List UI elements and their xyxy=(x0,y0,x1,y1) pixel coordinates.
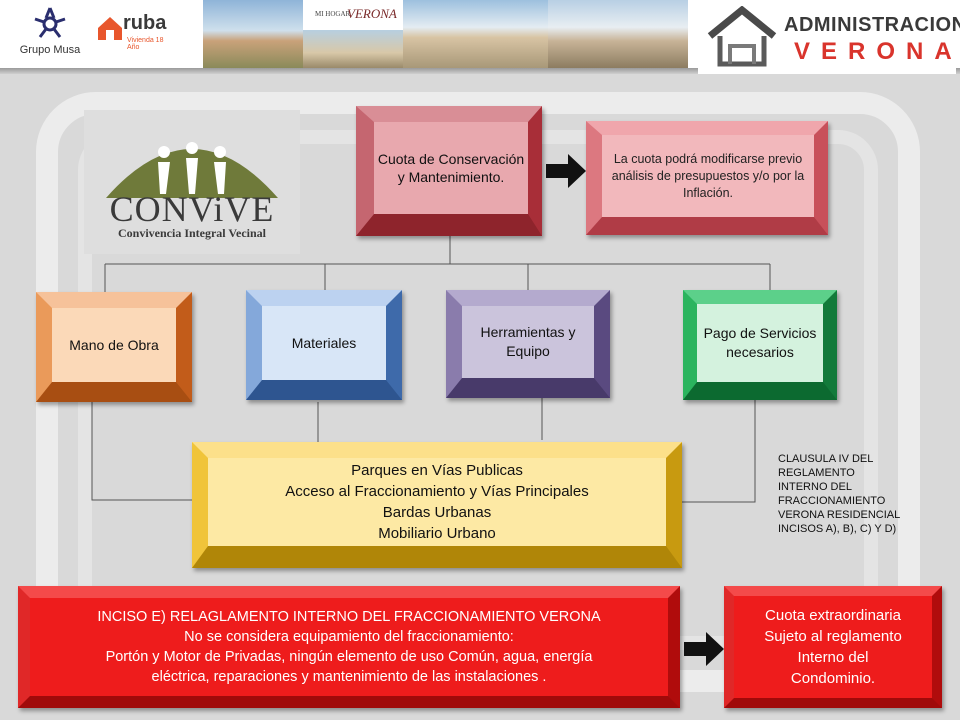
area-bardas: Bardas Urbanas xyxy=(382,504,492,521)
mi-hogar-text: MI HOGAR xyxy=(315,10,351,18)
note-line: VERONA RESIDENCIAL xyxy=(778,509,901,521)
materiales-box: Materiales xyxy=(246,290,402,400)
note-line: INTERNO DEL xyxy=(778,481,852,493)
houses-photo-3 xyxy=(548,0,688,68)
note-line: FRACCIONAMIENTO xyxy=(778,495,886,507)
inciso-line: INCISO E) RELAGLAMENTO INTERNO DEL FRACC… xyxy=(97,609,601,625)
mano-de-obra-box: Mano de Obra xyxy=(36,292,192,402)
areas-comunes-box: Parques en Vías Publicas Acceso al Fracc… xyxy=(192,442,682,568)
inciso-e-box: INCISO E) RELAGLAMENTO INTERNO DEL FRACC… xyxy=(18,586,680,708)
cuota-modificacion-box: La cuota podrá modificarse previo anális… xyxy=(586,121,828,235)
note-line: REGLAMENTO xyxy=(778,467,855,479)
extra-line: Condominio. xyxy=(790,670,876,687)
clausula-note: CLAUSULA IV DEL REGLAMENTO INTERNO DEL F… xyxy=(778,452,928,536)
arrow-right-icon xyxy=(546,154,586,188)
note-line: CLAUSULA IV DEL xyxy=(778,453,874,465)
grupo-musa-star-icon xyxy=(34,7,66,38)
administracion-verona-logo: ADMINISTRACION VERONA xyxy=(698,0,960,74)
houses-photo-2 xyxy=(403,0,548,68)
pago-servicios-text: Pago de Servicios necesarios xyxy=(703,325,817,360)
ruba-logo: ruba Vivienda 18 Año xyxy=(95,10,177,51)
cuota-conservacion-box: Cuota de Conservación y Mantenimiento. xyxy=(356,106,542,236)
house-logo-icon xyxy=(707,6,777,67)
header-divider xyxy=(0,68,960,74)
cuota-conservacion-text: Cuota de Conservación y Mantenimiento. xyxy=(377,151,525,185)
mano-de-obra-text: Mano de Obra xyxy=(69,337,159,353)
convive-arch-icon xyxy=(106,142,278,198)
verona-script-text: VERONA xyxy=(347,6,397,21)
ruba-text: ruba xyxy=(123,12,167,34)
herramientas-box: Herramientas y Equipo xyxy=(446,290,610,398)
area-parques: Parques en Vías Publicas xyxy=(351,462,523,479)
inciso-line: No se considera equipamiento del fraccio… xyxy=(184,629,514,645)
materiales-text: Materiales xyxy=(291,335,357,351)
inciso-line: eléctrica, reparaciones y mantenimiento … xyxy=(151,669,547,685)
extra-line: Interno del xyxy=(797,649,869,666)
grupo-musa-text: Grupo Musa xyxy=(19,44,81,56)
pago-servicios-box: Pago de Servicios necesarios xyxy=(683,290,837,400)
extra-line: Cuota extraordinaria xyxy=(765,607,901,624)
herramientas-text: Herramientas y Equipo xyxy=(480,324,576,359)
extra-line: Sujeto al reglamento xyxy=(764,628,902,645)
area-acceso: Acceso al Fraccionamiento y Vías Princip… xyxy=(285,483,589,500)
convive-name: CONViVE xyxy=(109,189,275,229)
ruba-tagline: Vivienda 18 Año xyxy=(127,37,164,51)
convive-logo: CONViVE Convivencia Integral Vecinal xyxy=(84,110,300,254)
ruba-house-icon xyxy=(98,17,122,40)
note-line: INCISOS A), B), C) Y D) xyxy=(778,523,897,535)
cuota-modificacion-text: La cuota podrá modificarse previo anális… xyxy=(611,151,805,200)
convive-tagline: Convivencia Integral Vecinal xyxy=(117,226,266,240)
arrow-right-icon xyxy=(684,632,724,666)
houses-photo-1 xyxy=(203,0,303,68)
verona-title: VERONA xyxy=(794,38,960,65)
cuota-extraordinaria-box: Cuota extraordinaria Sujeto al reglament… xyxy=(724,586,942,708)
mi-hogar-logo: MI HOGAR VERONA xyxy=(303,0,403,68)
area-mobiliario: Mobiliario Urbano xyxy=(378,525,496,542)
admin-title: ADMINISTRACION xyxy=(784,14,960,36)
inciso-line: Portón y Motor de Privadas, ningún eleme… xyxy=(105,649,593,665)
grupo-musa-logo: Grupo Musa xyxy=(10,4,90,64)
